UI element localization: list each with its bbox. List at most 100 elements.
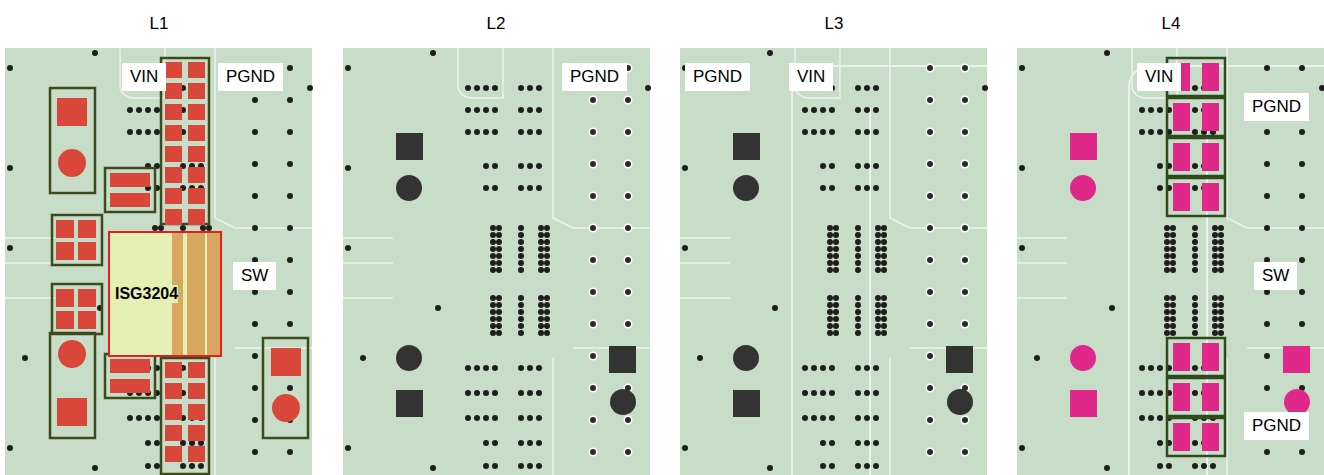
via bbox=[589, 352, 598, 361]
via bbox=[589, 96, 598, 105]
net-label: VIN bbox=[1137, 63, 1181, 91]
via bbox=[875, 302, 881, 308]
pad bbox=[733, 345, 759, 371]
via bbox=[1212, 330, 1218, 336]
via bbox=[492, 185, 498, 191]
via bbox=[252, 161, 258, 167]
via bbox=[873, 463, 879, 469]
via bbox=[855, 239, 861, 245]
via bbox=[1218, 330, 1224, 336]
via bbox=[536, 463, 542, 469]
via bbox=[864, 440, 870, 446]
pad bbox=[188, 362, 205, 378]
via bbox=[881, 330, 887, 336]
via bbox=[1218, 323, 1224, 329]
via bbox=[802, 107, 808, 113]
via bbox=[1192, 260, 1198, 266]
pad bbox=[188, 188, 205, 204]
via bbox=[518, 163, 524, 169]
via bbox=[926, 224, 935, 233]
via bbox=[1164, 295, 1170, 301]
part-outline bbox=[1167, 418, 1225, 456]
via bbox=[855, 85, 861, 91]
via bbox=[518, 295, 524, 301]
via bbox=[875, 330, 881, 336]
pad bbox=[165, 62, 182, 78]
via bbox=[465, 365, 471, 371]
via bbox=[1212, 295, 1218, 301]
via bbox=[518, 316, 524, 322]
via bbox=[1139, 415, 1145, 421]
via bbox=[811, 390, 817, 396]
via bbox=[875, 260, 881, 266]
via bbox=[645, 85, 651, 91]
trace bbox=[458, 48, 503, 98]
part-outline bbox=[105, 168, 155, 212]
via bbox=[1212, 309, 1218, 315]
via bbox=[961, 448, 970, 457]
via bbox=[827, 323, 833, 329]
via bbox=[682, 245, 688, 251]
via bbox=[589, 384, 598, 393]
via bbox=[136, 107, 142, 113]
pad bbox=[188, 62, 205, 78]
pad bbox=[1070, 175, 1096, 201]
via bbox=[875, 323, 881, 329]
via bbox=[1299, 225, 1305, 231]
via bbox=[1299, 321, 1305, 327]
via bbox=[1192, 463, 1198, 469]
via bbox=[926, 128, 935, 137]
via bbox=[855, 107, 861, 113]
via bbox=[1170, 260, 1176, 266]
via bbox=[864, 390, 870, 396]
via bbox=[490, 232, 496, 238]
via bbox=[1192, 390, 1198, 396]
via bbox=[496, 302, 502, 308]
pad bbox=[188, 446, 205, 462]
board bbox=[5, 48, 312, 475]
via bbox=[492, 390, 498, 396]
pad bbox=[733, 133, 760, 160]
trace bbox=[553, 48, 650, 228]
via bbox=[833, 232, 839, 238]
via bbox=[624, 320, 633, 329]
pad bbox=[57, 398, 87, 426]
vin-pour bbox=[792, 66, 987, 475]
via bbox=[881, 302, 887, 308]
via bbox=[962, 289, 968, 295]
via bbox=[1212, 239, 1218, 245]
via bbox=[538, 330, 544, 336]
via bbox=[544, 260, 550, 266]
via bbox=[483, 129, 489, 135]
via bbox=[287, 129, 293, 135]
via bbox=[1192, 316, 1198, 322]
via bbox=[1210, 463, 1216, 469]
via bbox=[1212, 246, 1218, 252]
via bbox=[1218, 302, 1224, 308]
via bbox=[496, 309, 502, 315]
via bbox=[811, 107, 817, 113]
via bbox=[22, 355, 28, 361]
via bbox=[1148, 129, 1154, 135]
via bbox=[536, 129, 542, 135]
pad bbox=[1202, 183, 1219, 211]
via bbox=[154, 129, 160, 135]
via bbox=[536, 85, 542, 91]
via bbox=[518, 302, 524, 308]
via bbox=[624, 224, 633, 233]
via bbox=[490, 253, 496, 259]
via bbox=[1139, 390, 1145, 396]
via bbox=[855, 365, 861, 371]
via bbox=[474, 415, 480, 421]
via bbox=[536, 390, 542, 396]
pad bbox=[110, 193, 150, 207]
via bbox=[589, 416, 598, 425]
pad bbox=[1173, 103, 1190, 131]
via bbox=[287, 257, 293, 263]
via bbox=[518, 390, 524, 396]
via bbox=[829, 107, 835, 113]
via bbox=[1192, 107, 1198, 113]
pad bbox=[56, 289, 74, 307]
via bbox=[465, 107, 471, 113]
via bbox=[252, 385, 258, 391]
